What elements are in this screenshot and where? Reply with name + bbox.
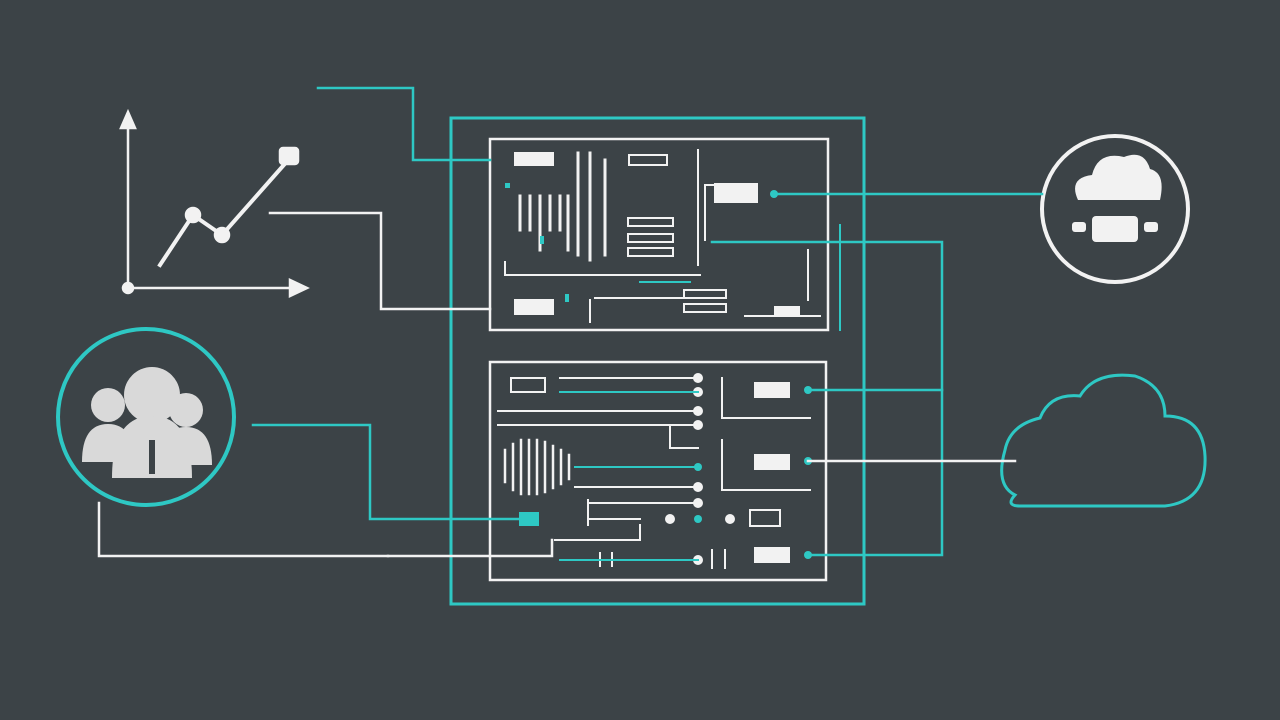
users-icon [56,327,236,507]
cloud-server-icon [1040,134,1190,284]
main-frame [449,116,866,606]
circuit-panel-top [488,137,830,332]
circuit-panel-bottom [488,360,828,582]
cloud-outline-icon [1000,373,1207,508]
line-chart-icon [119,108,310,298]
external-connectors [97,86,1044,558]
teal-connectors [519,281,699,561]
